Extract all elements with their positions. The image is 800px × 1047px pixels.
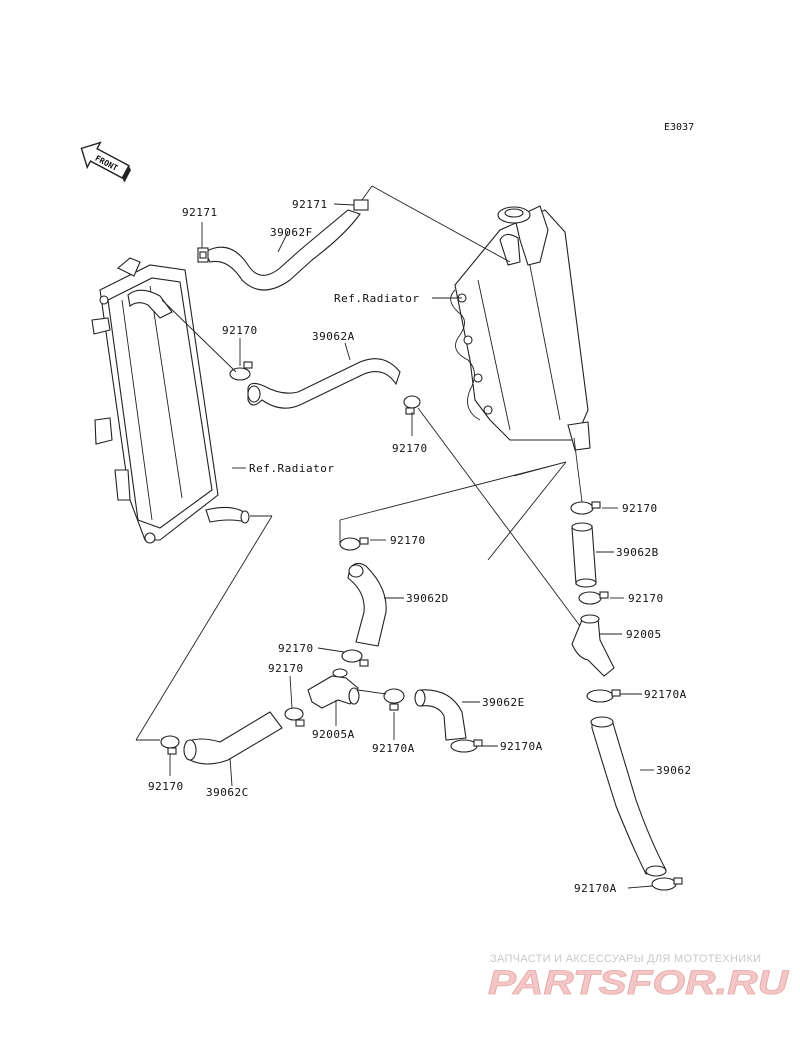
label-92170-d: 92170 (628, 592, 664, 605)
clamp-92171-upper-left (197, 247, 209, 263)
diagram-code: E3037 (664, 122, 694, 133)
fitting-92005 (571, 617, 615, 677)
label-92170A-b: 92170A (372, 742, 415, 755)
label-92171-a: 92171 (182, 206, 218, 219)
label-92005: 92005 (626, 628, 662, 641)
clamp-92170-c (570, 501, 601, 515)
clamp-92170-d (578, 591, 609, 605)
label-39062: 39062 (656, 764, 692, 777)
label-ref-radiator-left: Ref.Radiator (249, 462, 334, 475)
label-92170-a: 92170 (222, 324, 258, 337)
label-39062C: 39062C (206, 786, 249, 799)
watermark-tagline: ЗАПЧАСТИ И АКСЕССУАРЫ ДЛЯ МОТОТЕХНИКИ (490, 953, 761, 965)
label-39062B: 39062B (616, 546, 659, 559)
front-arrow-icon: FRONT (80, 141, 131, 183)
label-92170-f: 92170 (278, 642, 314, 655)
label-92170A-c: 92170A (500, 740, 543, 753)
hose-39062B (571, 525, 597, 585)
left-radiator (91, 257, 250, 544)
label-92170-g: 92170 (268, 662, 304, 675)
hose-39062 (591, 717, 667, 875)
label-39062A: 39062A (312, 330, 355, 343)
clamp-92170-b (403, 395, 421, 415)
hose-39062C (185, 711, 283, 765)
label-92170A-d: 92170A (574, 882, 617, 895)
leader-lines (135, 185, 654, 889)
clamp-92170-f (341, 649, 369, 667)
clamp-92170A-c (450, 739, 483, 753)
clamp-92170A-a (586, 689, 621, 703)
right-radiator (450, 205, 591, 451)
label-39062E: 39062E (482, 696, 525, 709)
clamp-92170-g (284, 707, 305, 727)
label-92170-h: 92170 (148, 780, 184, 793)
label-39062D: 39062D (406, 592, 449, 605)
clamp-92170-a (229, 361, 253, 381)
label-92170-e: 92170 (390, 534, 426, 547)
label-92005A: 92005A (312, 728, 355, 741)
label-92170-c: 92170 (622, 502, 658, 515)
watermark-logo: PARTSFOR.RU (488, 964, 790, 1002)
hose-39062D (347, 562, 387, 647)
hose-39062F (204, 209, 361, 291)
clamp-92170-h (160, 735, 180, 755)
hose-39062A (247, 358, 401, 409)
label-39062F: 39062F (270, 226, 313, 239)
clamp-92170A-d (651, 877, 683, 891)
clamp-92170A-b (383, 688, 405, 711)
label-92171-b: 92171 (292, 198, 328, 211)
clamp-92171-upper-right (353, 199, 369, 211)
hose-39062E (419, 689, 467, 741)
label-92170A-a: 92170A (644, 688, 687, 701)
clamp-92170-e (339, 537, 369, 551)
label-92170-b: 92170 (392, 442, 428, 455)
label-ref-radiator-right: Ref.Radiator (334, 292, 419, 305)
